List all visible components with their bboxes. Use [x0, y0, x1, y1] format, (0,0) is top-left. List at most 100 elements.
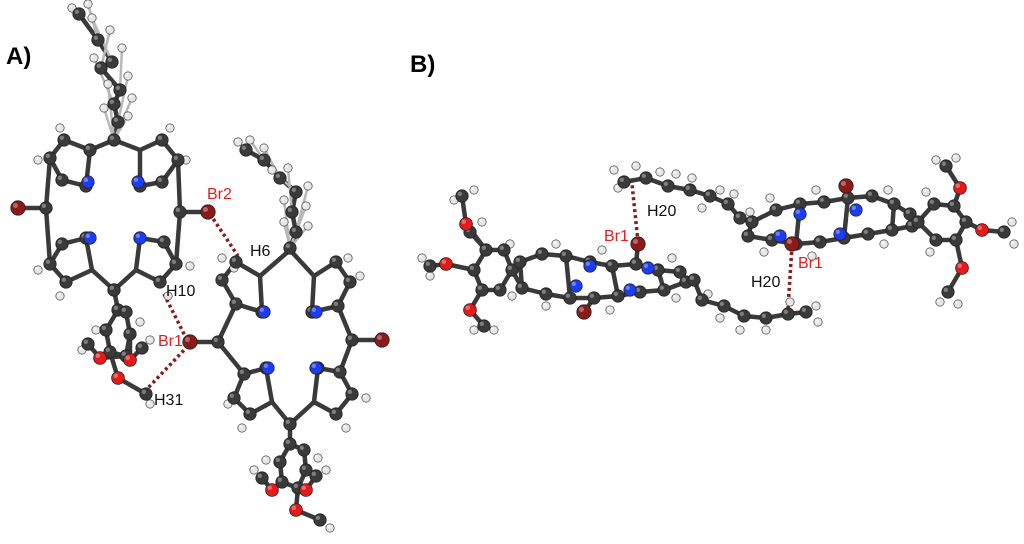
- atom-highlight: [345, 277, 350, 282]
- hydrogen-atom-ball: [123, 111, 133, 121]
- atom-highlight: [241, 145, 246, 150]
- atom-highlight: [541, 289, 547, 294]
- halogen-contact-line: [162, 293, 188, 339]
- carbon-atom-ball: [563, 291, 577, 305]
- carbon-atom-ball: [273, 171, 287, 185]
- hydrogen-atom: [697, 203, 707, 213]
- hydrogen-atom-ball: [785, 297, 795, 307]
- nitrogen-atom: [583, 259, 597, 273]
- carbon-atom-ball: [733, 211, 747, 225]
- atom-highlight: [747, 209, 751, 212]
- nitrogen-atom-ball: [583, 259, 597, 273]
- oxygen-atom: [93, 351, 107, 365]
- carbon-atom-ball: [661, 179, 675, 193]
- carbon-atom: [947, 199, 961, 213]
- atom-highlight: [137, 319, 140, 322]
- carbon-atom: [345, 387, 359, 401]
- hydrogen-atom: [807, 251, 817, 261]
- hydrogen-atom-ball: [759, 247, 769, 257]
- carbon-atom: [817, 195, 831, 209]
- carbon-atom: [741, 229, 755, 243]
- atom-highlight: [863, 229, 869, 234]
- carbon-atom: [239, 143, 253, 157]
- carbon-atom: [841, 191, 855, 205]
- bond: [563, 253, 573, 301]
- carbon-atom-ball: [345, 387, 359, 401]
- carbon-atom-ball: [139, 387, 153, 401]
- nitrogen-atom: [261, 361, 275, 375]
- carbon-atom: [455, 189, 469, 203]
- atom-highlight: [479, 321, 484, 326]
- atom-highlight: [689, 275, 695, 280]
- atom-highlight: [931, 235, 937, 240]
- hydrogen-atom: [879, 239, 889, 249]
- panel-label-b: B): [410, 51, 435, 78]
- oxygen-atom-ball: [463, 303, 477, 317]
- atom-highlight: [941, 161, 947, 166]
- bond: [106, 82, 116, 142]
- hydrogen-atom: [921, 187, 931, 197]
- carbon-atom-ball: [629, 257, 643, 271]
- hydrogen-atom: [609, 165, 619, 175]
- hydrogen-atom: [953, 299, 963, 309]
- bond: [173, 209, 183, 267]
- carbon-atom-ball: [657, 283, 671, 297]
- atom-highlight: [125, 329, 130, 334]
- atom-highlight: [469, 265, 474, 270]
- bromine-atom: [576, 304, 592, 320]
- hydrogen-atom-ball: [687, 173, 697, 183]
- hydrogen-atom: [811, 301, 821, 311]
- atom-highlight: [999, 227, 1005, 232]
- carbon-atom: [721, 197, 735, 211]
- atom-highlight: [840, 180, 846, 186]
- atom-highlight: [301, 465, 306, 470]
- nitrogen-atom-ball: [849, 203, 863, 217]
- hydrogen-atom-ball: [103, 79, 113, 89]
- atom-highlight: [261, 145, 264, 148]
- atom-highlight: [427, 273, 430, 276]
- nitrogen-atom: [569, 279, 583, 293]
- atom-highlight: [743, 231, 749, 236]
- carbon-atom: [687, 273, 701, 287]
- hydrogen-atom-ball: [355, 271, 365, 281]
- atom-highlight: [125, 113, 128, 116]
- carbon-atom: [611, 289, 625, 303]
- carbon-atom: [331, 299, 345, 313]
- hydrogen-atom: [925, 247, 935, 257]
- carbon-atom-ball: [227, 391, 241, 405]
- carbon-atom-ball: [759, 311, 773, 325]
- atom-highlight: [347, 335, 352, 340]
- carbon-atom: [229, 297, 243, 311]
- atom-highlight: [235, 139, 238, 142]
- atom-highlight: [835, 229, 841, 234]
- atom-highlight: [345, 255, 348, 258]
- carbon-atom-ball: [57, 133, 71, 147]
- atom-highlight: [673, 171, 677, 174]
- atom-highlight: [107, 27, 110, 31]
- hydrogen-atom-ball: [813, 317, 823, 327]
- atom-highlight: [635, 287, 641, 292]
- hydrogen-atom-ball: [361, 393, 371, 403]
- carbon-atom-ball: [861, 227, 875, 241]
- carbon-atom-ball: [107, 97, 121, 111]
- carbon-atom-ball: [885, 223, 899, 237]
- atom-highlight: [585, 261, 591, 266]
- carbon-atom: [105, 55, 119, 69]
- carbon-atom: [799, 305, 813, 319]
- atom-highlight: [245, 409, 250, 414]
- carbon-atom-ball: [673, 265, 687, 279]
- oxygen-atom-ball: [955, 261, 969, 275]
- atom-highlight: [471, 327, 474, 330]
- hydrogen-atom: [605, 305, 615, 315]
- bromine-atom-ball: [630, 236, 646, 252]
- label-a-br1: Br1: [158, 333, 183, 350]
- hydrogen-atom: [785, 297, 795, 307]
- oxygen-atom: [439, 257, 453, 271]
- carbon-atom-ball: [297, 443, 311, 457]
- atom-highlight: [625, 285, 631, 290]
- atom-highlight: [441, 259, 447, 265]
- atom-highlight: [795, 199, 801, 204]
- hydrogen-atom: [163, 291, 173, 301]
- carbon-atom: [155, 175, 169, 189]
- atom-highlight: [259, 155, 264, 160]
